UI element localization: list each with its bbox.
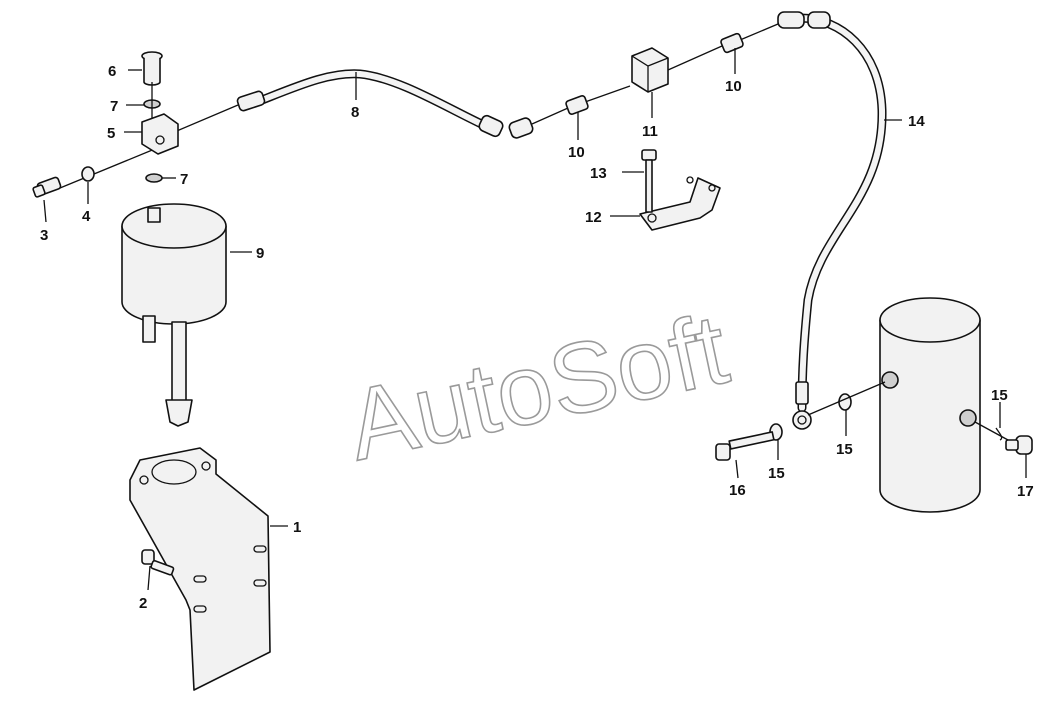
air-tank [879,297,981,513]
callout-12: 12 [585,209,602,226]
callout-1: 1 [293,519,301,536]
callout-10: 10 [568,144,585,161]
pipe-line [531,107,569,125]
callout-16: 16 [729,482,746,499]
callout-6: 6 [108,63,116,80]
pipe-line [739,23,779,41]
o-ring-7 [145,173,163,183]
washer-4 [81,166,95,182]
watermark: AutoSoft [338,293,737,482]
bolt-2 [141,549,175,576]
callout-17: 17 [1017,483,1034,500]
tee-fitting-5 [141,113,179,155]
fitting-10-left [565,95,589,115]
callout-14: 14 [908,113,925,130]
hose-8 [236,69,534,139]
pipe-line [584,85,631,103]
callout-15: 15 [768,465,785,482]
plug-17 [1005,435,1033,455]
callout-2: 2 [139,595,147,612]
callout-13: 13 [590,165,607,182]
callout-7: 7 [180,171,188,188]
callout-15: 15 [991,387,1008,404]
valve-11 [631,47,669,93]
leader-line [735,459,739,479]
callout-8: 8 [351,104,359,121]
pipe-line [59,145,163,189]
leader-line [147,565,151,591]
callout-10: 10 [725,78,742,95]
washer-15 [838,393,852,411]
bolt-13 [641,149,657,213]
hose-14 [777,11,887,430]
callout-15: 15 [836,441,853,458]
callout-11: 11 [642,123,658,140]
canister-9 [121,203,227,427]
sensor-3 [32,176,62,198]
callout-7: 7 [110,98,118,115]
leader-line [43,199,47,223]
bracket-12 [639,176,721,231]
pipe-line [974,421,1009,441]
callout-9: 9 [256,245,264,262]
callout-4: 4 [82,208,91,225]
callout-3: 3 [40,227,48,244]
bolt-16 [715,431,775,461]
pipe-line [807,381,886,416]
callout-5: 5 [107,125,115,142]
fitting-10-right [720,32,744,54]
bracket-1 [129,447,271,691]
pipe-line [171,104,239,134]
pipe-line [667,45,723,71]
cap-6 [141,51,163,86]
